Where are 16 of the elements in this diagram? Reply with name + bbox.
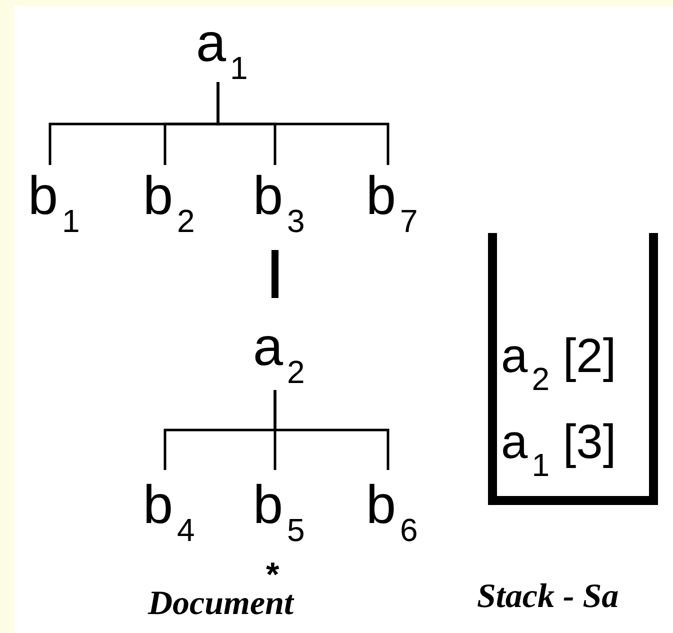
tree-connector xyxy=(272,250,278,298)
stack-container xyxy=(488,233,658,505)
tree-node-label: b$_{6}$ xyxy=(366,478,418,546)
tree-node-label: b$_{2}$ xyxy=(143,169,195,237)
tree-node-label: b$_{4}$ xyxy=(143,478,195,546)
tree-node-label: a$_{1}$ xyxy=(196,16,248,84)
tree-connector xyxy=(216,82,390,165)
stack-entry: a$_{1}$ [3] xyxy=(501,419,616,481)
tree-node-label: b$_{1}$ xyxy=(28,169,80,237)
tree-node-label: a$_{2}$ xyxy=(253,320,305,388)
tree-node-label: b$_{3}$ xyxy=(253,169,305,237)
stack-entry: a$_{2}$ [2] xyxy=(501,333,616,395)
tree-node-label: b$_{7}$ xyxy=(366,169,418,237)
tree-connector xyxy=(274,390,390,470)
caption: Stack - Sa xyxy=(477,578,619,616)
tree-node-label: b$_{5}$ xyxy=(253,478,305,546)
